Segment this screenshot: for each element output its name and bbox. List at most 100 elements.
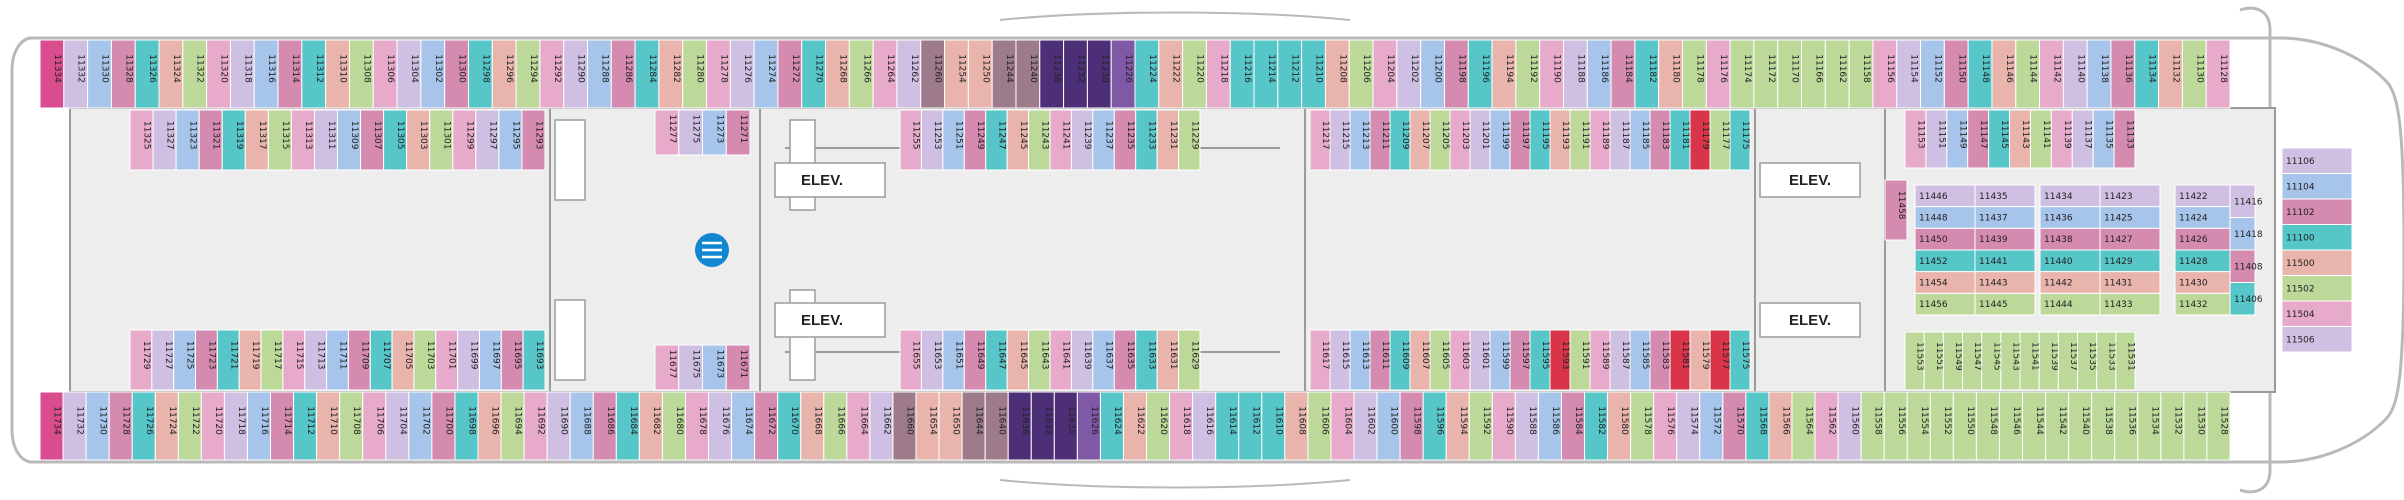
cabin-top-outer[interactable]: 11214 [1253, 39, 1279, 109]
cabin-center[interactable]: 11438 [2039, 227, 2101, 251]
cabin-top-inner[interactable]: 11193 [1549, 109, 1571, 171]
cabin-bottom-inner[interactable]: 11651 [942, 329, 965, 391]
cabin-bottom-outer[interactable]: 11576 [1653, 391, 1678, 461]
cabin-top-inner[interactable]: 11275 [678, 109, 703, 156]
cabin-bottom-outer[interactable]: 11594 [1445, 391, 1470, 461]
cabin-top-outer[interactable]: 11190 [1539, 39, 1564, 109]
cabin-bottom-outer[interactable]: 11636 [1007, 391, 1032, 461]
cabin-top-inner[interactable]: 11245 [1006, 109, 1030, 171]
cabin-top-outer[interactable]: 11148 [1967, 39, 1993, 109]
cabin-bottom-inner[interactable]: 11705 [391, 329, 415, 391]
cabin-bottom-outer[interactable]: 11574 [1676, 391, 1701, 461]
cabin-bottom-inner[interactable]: 11645 [1006, 329, 1030, 391]
cabin-top-outer[interactable]: 11334 [39, 39, 65, 109]
cabin-bottom-outer[interactable]: 11618 [1169, 391, 1194, 461]
cabin-top-inner[interactable]: 11301 [429, 109, 454, 171]
cabin-bottom-inner[interactable]: 11671 [725, 344, 751, 391]
cabin-top-outer[interactable]: 11144 [2015, 39, 2041, 109]
cabin-top-outer[interactable]: 11318 [229, 39, 255, 109]
cabin-bow[interactable]: 11106 [2281, 147, 2353, 174]
cabin-top-outer[interactable]: 11264 [872, 39, 898, 109]
cabin-bottom-outer[interactable]: 11674 [731, 391, 756, 461]
cabin-bottom-outer[interactable]: 11596 [1422, 391, 1447, 461]
cabin-top-inner[interactable]: 11195 [1529, 109, 1551, 171]
cabin-top-outer[interactable]: 11172 [1753, 39, 1779, 109]
cabin-top-inner[interactable]: 11145 [1988, 109, 2011, 169]
cabin-top-outer[interactable]: 11138 [2086, 39, 2112, 109]
cabin-top-inner[interactable]: 11205 [1429, 109, 1451, 171]
cabin-center[interactable]: 11439 [1974, 227, 2036, 251]
cabin-center[interactable]: 11441 [1974, 249, 2036, 273]
cabin-center[interactable]: 11436 [2039, 206, 2101, 229]
cabin-bottom-inner[interactable]: 11729 [129, 329, 153, 391]
cabin-top-outer[interactable]: 11184 [1610, 39, 1636, 109]
cabin-bottom-inner[interactable]: 11593 [1549, 329, 1571, 391]
cabin-bow[interactable]: 11500 [2281, 249, 2353, 276]
cabin-bottom-inner[interactable]: 11677 [654, 344, 680, 391]
cabin-bottom-inner[interactable]: 11533 [2096, 331, 2117, 391]
cabin-top-outer[interactable]: 11320 [206, 39, 231, 109]
cabin-center[interactable]: 11446 [1914, 184, 1976, 208]
cabin-bottom-outer[interactable]: 11592 [1468, 391, 1493, 461]
cabin-top-outer[interactable]: 11158 [1848, 39, 1874, 109]
cabin-top-outer[interactable]: 11310 [325, 39, 350, 109]
cabin-bottom-outer[interactable]: 11724 [154, 391, 179, 461]
cabin-bottom-inner[interactable]: 11617 [1309, 329, 1331, 391]
cabin-top-outer[interactable]: 11182 [1634, 39, 1660, 109]
cabin-top-outer[interactable]: 11324 [158, 39, 184, 109]
cabin-bottom-inner[interactable]: 11581 [1669, 329, 1691, 391]
cabin-top-outer[interactable]: 11332 [63, 39, 89, 109]
cabin-bottom-outer[interactable]: 11546 [1998, 391, 2024, 461]
cabin-bottom-inner[interactable]: 11613 [1349, 329, 1371, 391]
cabin-bottom-outer[interactable]: 11570 [1722, 391, 1747, 461]
cabin-top-outer[interactable]: 11210 [1301, 39, 1326, 109]
cabin-bottom-inner[interactable]: 11719 [238, 329, 262, 391]
cabin-bottom-outer[interactable]: 11716 [246, 391, 272, 461]
cabin-top-outer[interactable]: 11140 [2062, 39, 2088, 109]
cabin-bottom-outer[interactable]: 11552 [1929, 391, 1954, 461]
cabin-top-inner[interactable]: 11293 [521, 109, 546, 171]
cabin-bottom-outer[interactable]: 11654 [915, 391, 940, 461]
cabin-bottom-outer[interactable]: 11534 [2137, 391, 2162, 461]
cabin-top-inner[interactable]: 11273 [702, 109, 727, 156]
cabin-center[interactable]: 11427 [2099, 227, 2161, 251]
cabin-top-outer[interactable]: 11198 [1443, 39, 1469, 109]
cabin-top-outer[interactable]: 11268 [825, 39, 850, 109]
cabin-bottom-outer[interactable]: 11690 [546, 391, 571, 461]
cabin-top-outer[interactable]: 11156 [1872, 39, 1898, 109]
cabin-top-inner[interactable]: 11237 [1092, 109, 1115, 171]
cabin-bottom-outer[interactable]: 11684 [615, 391, 640, 461]
cabin-top-inner[interactable]: 11181 [1669, 109, 1691, 171]
cabin-top-outer[interactable]: 11180 [1658, 39, 1684, 109]
cabin-bottom-inner[interactable]: 11591 [1569, 329, 1591, 391]
cabin-bottom-outer[interactable]: 11662 [869, 391, 894, 461]
cabin-center[interactable]: 11434 [2039, 184, 2101, 208]
cabin-bottom-inner[interactable]: 11553 [1904, 331, 1925, 391]
cabin-top-inner[interactable]: 11141 [2029, 109, 2052, 169]
cabin-bottom-inner[interactable]: 11575 [1729, 329, 1751, 391]
cabin-bottom-outer[interactable]: 11670 [777, 391, 802, 461]
cabin-top-inner[interactable]: 11143 [2009, 109, 2031, 169]
cabin-top-outer[interactable]: 11174 [1729, 39, 1755, 109]
cabin-top-outer[interactable]: 11196 [1467, 39, 1493, 109]
cabin-bottom-outer[interactable]: 11536 [2114, 391, 2139, 461]
cabin-bottom-outer[interactable]: 11598 [1399, 391, 1424, 461]
cabin-top-inner[interactable]: 11177 [1709, 109, 1731, 171]
cabin-top-outer[interactable]: 11200 [1420, 39, 1445, 109]
cabin-bottom-inner[interactable]: 11577 [1709, 329, 1731, 391]
cabin-top-outer[interactable]: 11274 [753, 39, 779, 109]
cabin-top-outer[interactable]: 11330 [87, 39, 112, 109]
cabin-bow[interactable]: 11100 [2281, 224, 2353, 251]
cabin-center[interactable]: 11454 [1914, 271, 1976, 294]
cabin-bottom-inner[interactable]: 11609 [1389, 329, 1411, 391]
cabin-top-inner[interactable]: 11307 [360, 109, 385, 171]
cabin-top-outer[interactable]: 11170 [1777, 39, 1803, 109]
cabin-bottom-inner[interactable]: 11607 [1409, 329, 1431, 391]
cabin-top-inner[interactable]: 11149 [1946, 109, 1969, 169]
cabin-bottom-outer[interactable]: 11668 [800, 391, 825, 461]
cabin-top-outer[interactable]: 11222 [1158, 39, 1184, 109]
cabin-top-inner[interactable]: 11137 [2071, 109, 2094, 169]
cabin-top-outer[interactable]: 11186 [1586, 39, 1612, 109]
cabin-top-outer[interactable]: 11152 [1920, 39, 1945, 109]
cabin-bottom-inner[interactable]: 11655 [899, 329, 922, 391]
